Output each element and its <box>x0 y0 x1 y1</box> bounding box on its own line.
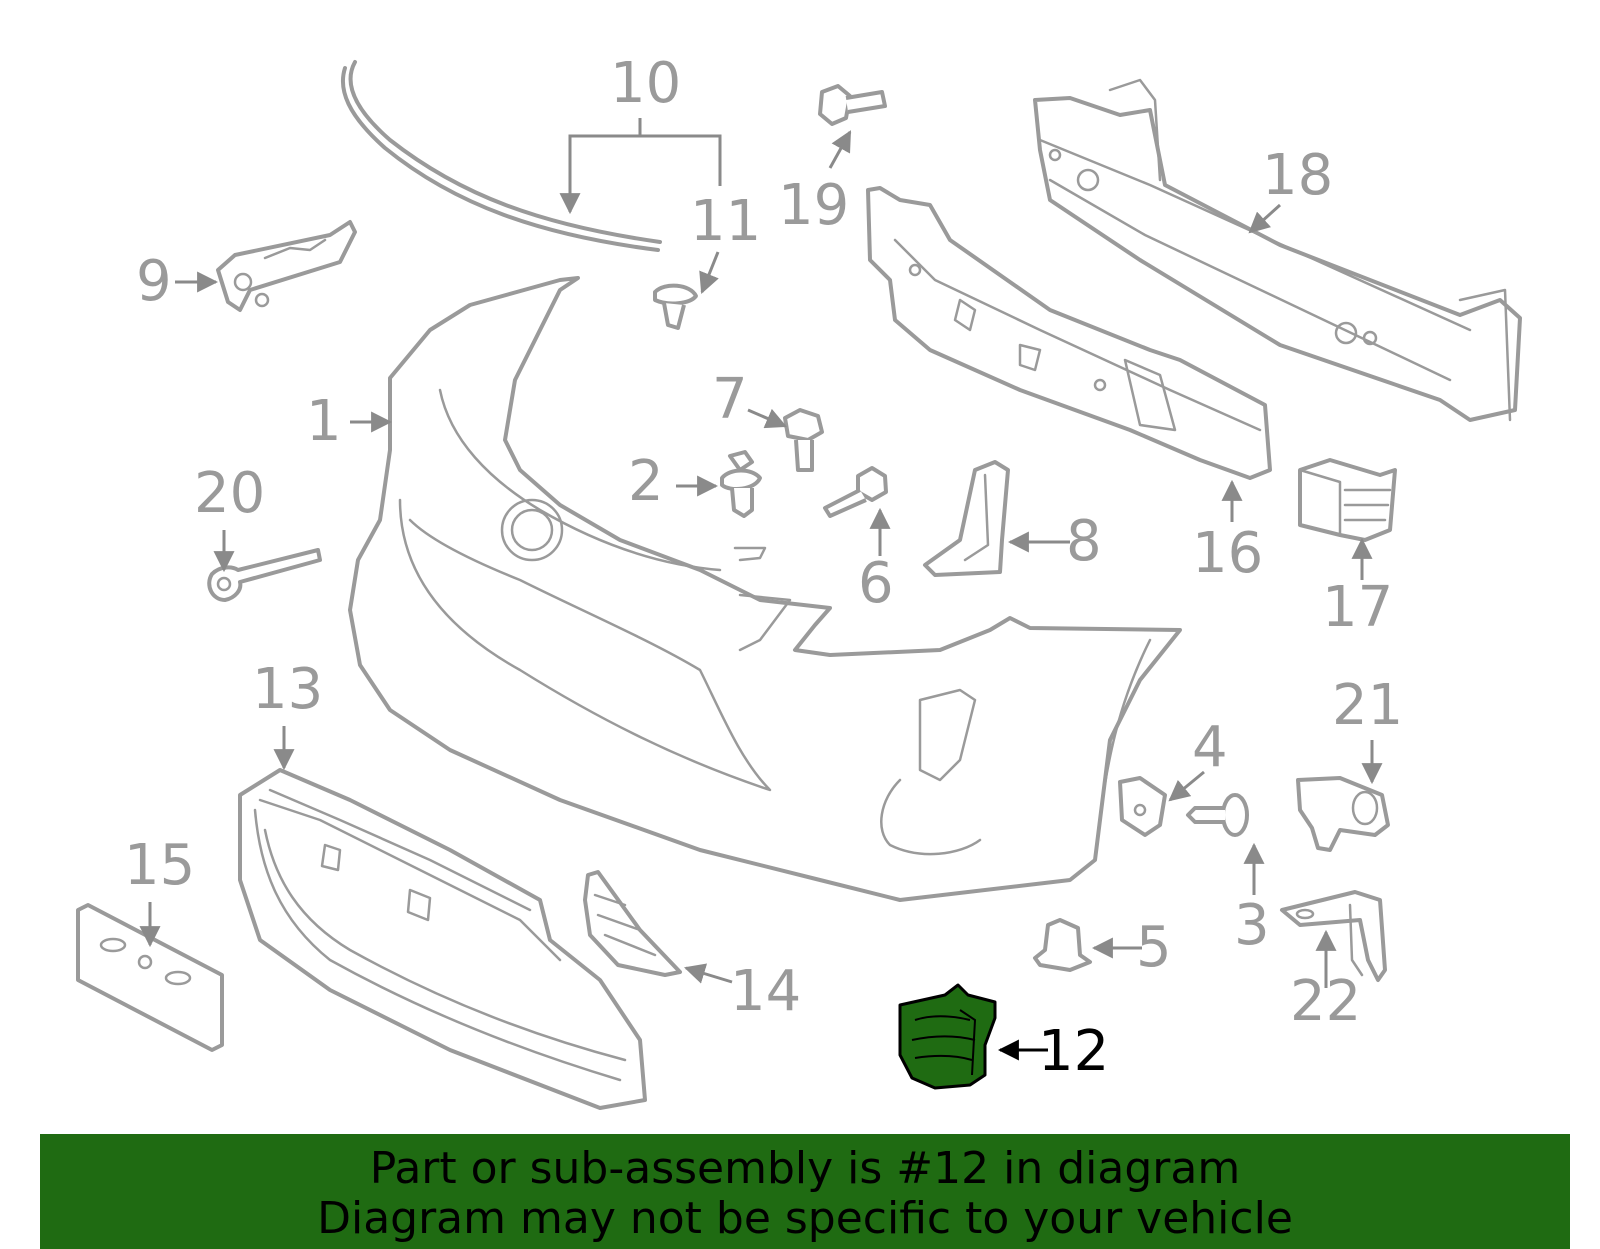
callout-14: 14 <box>730 959 801 1024</box>
callout-15: 15 <box>124 833 195 898</box>
part-20-tow-hook <box>207 548 322 602</box>
part-17-sensor <box>1298 458 1397 542</box>
callout-labels: 10 11 19 18 9 1 7 2 20 6 8 16 17 13 21 4… <box>124 51 1403 1084</box>
part-5-nut <box>1033 918 1092 972</box>
callout-10: 10 <box>610 51 681 116</box>
part-19-bolt <box>818 84 887 126</box>
part-2-clip <box>720 450 762 518</box>
callout-arrows <box>139 118 1383 1061</box>
callout-7: 7 <box>712 367 748 432</box>
part-4-clip <box>1118 776 1167 837</box>
callout-8: 8 <box>1066 509 1102 574</box>
part-13-grille <box>238 768 647 1110</box>
part-11-clip <box>653 283 698 330</box>
callout-13: 13 <box>252 657 323 722</box>
callout-12-highlighted: 12 <box>1038 1019 1109 1084</box>
banner-line-1: Part or sub-assembly is #12 in diagram <box>369 1143 1241 1194</box>
info-banner: Part or sub-assembly is #12 in diagram D… <box>40 1134 1570 1249</box>
part-21-sensor <box>1296 776 1390 852</box>
callout-11: 11 <box>690 189 761 254</box>
callout-22: 22 <box>1290 969 1361 1034</box>
part-8-bracket <box>923 460 1010 577</box>
callout-16: 16 <box>1192 521 1263 586</box>
callout-6: 6 <box>858 551 894 616</box>
callout-3: 3 <box>1234 893 1270 958</box>
part-14-fog-cover <box>583 870 682 977</box>
callout-19: 19 <box>778 173 849 238</box>
part-7-bolt <box>783 408 824 472</box>
callout-18: 18 <box>1262 143 1333 208</box>
callout-17: 17 <box>1322 575 1393 640</box>
part-9-bracket <box>216 220 357 312</box>
callout-2: 2 <box>628 449 664 514</box>
part-12-fog-bezel <box>898 983 997 1090</box>
part-3-fastener <box>1186 793 1249 837</box>
banner-line-2: Diagram may not be specific to your vehi… <box>317 1193 1293 1244</box>
callout-20: 20 <box>194 461 265 526</box>
part-1-bumper-cover <box>348 276 1182 902</box>
part-22-bracket <box>1280 890 1387 982</box>
callout-4: 4 <box>1192 715 1228 780</box>
callout-9: 9 <box>136 249 172 314</box>
callout-21: 21 <box>1332 673 1403 738</box>
part-15-plate-bracket <box>76 903 224 1052</box>
part-10-molding <box>340 60 662 252</box>
part-18-reinforcement <box>1033 78 1522 422</box>
part-6-screw <box>823 466 888 518</box>
part-16-absorber <box>866 186 1272 480</box>
callout-5: 5 <box>1136 915 1172 980</box>
callout-1: 1 <box>306 389 342 454</box>
